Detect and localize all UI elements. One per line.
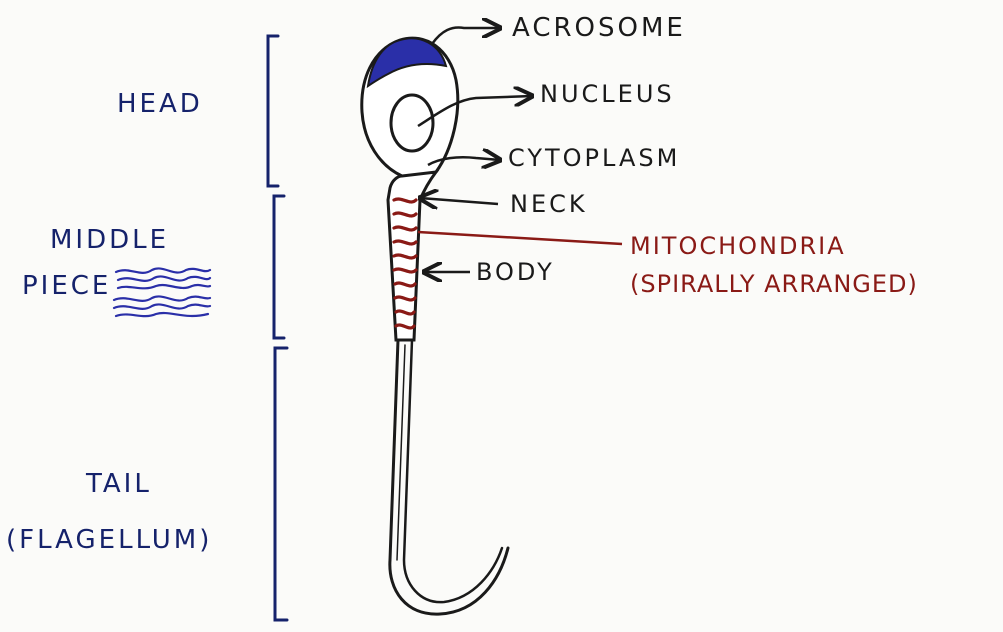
neck-label: NECK [510, 190, 588, 218]
head-label: HEAD [117, 89, 203, 119]
mitochondria-pointer [418, 232, 622, 244]
head-bracket [268, 36, 278, 186]
scribble-mark [114, 268, 210, 316]
middle-piece-label-line2: PIECE [22, 271, 111, 301]
tail-flagellum-inner [404, 340, 502, 602]
tail-label-line2: (FLAGELLUM) [6, 525, 212, 555]
nucleus [391, 95, 433, 151]
acrosome-label: ACROSOME [512, 13, 686, 43]
middle-piece-label-line1: MIDDLE [50, 225, 169, 255]
neck-pointer [420, 198, 498, 204]
mitochondria-label-line2: (SPIRALLY ARRANGED) [630, 270, 918, 298]
body-label: BODY [476, 258, 555, 286]
mitochondria-label-line1: MITOCHONDRIA [630, 232, 846, 260]
cytoplasm-label: CYTOPLASM [508, 144, 680, 172]
acrosome-pointer [432, 28, 500, 44]
tail-label-line1: TAIL [85, 469, 152, 499]
middle-piece-bracket [274, 196, 284, 338]
nucleus-label: NUCLEUS [540, 80, 675, 108]
tail-bracket [275, 348, 287, 620]
tail-flagellum-axis [397, 345, 405, 560]
